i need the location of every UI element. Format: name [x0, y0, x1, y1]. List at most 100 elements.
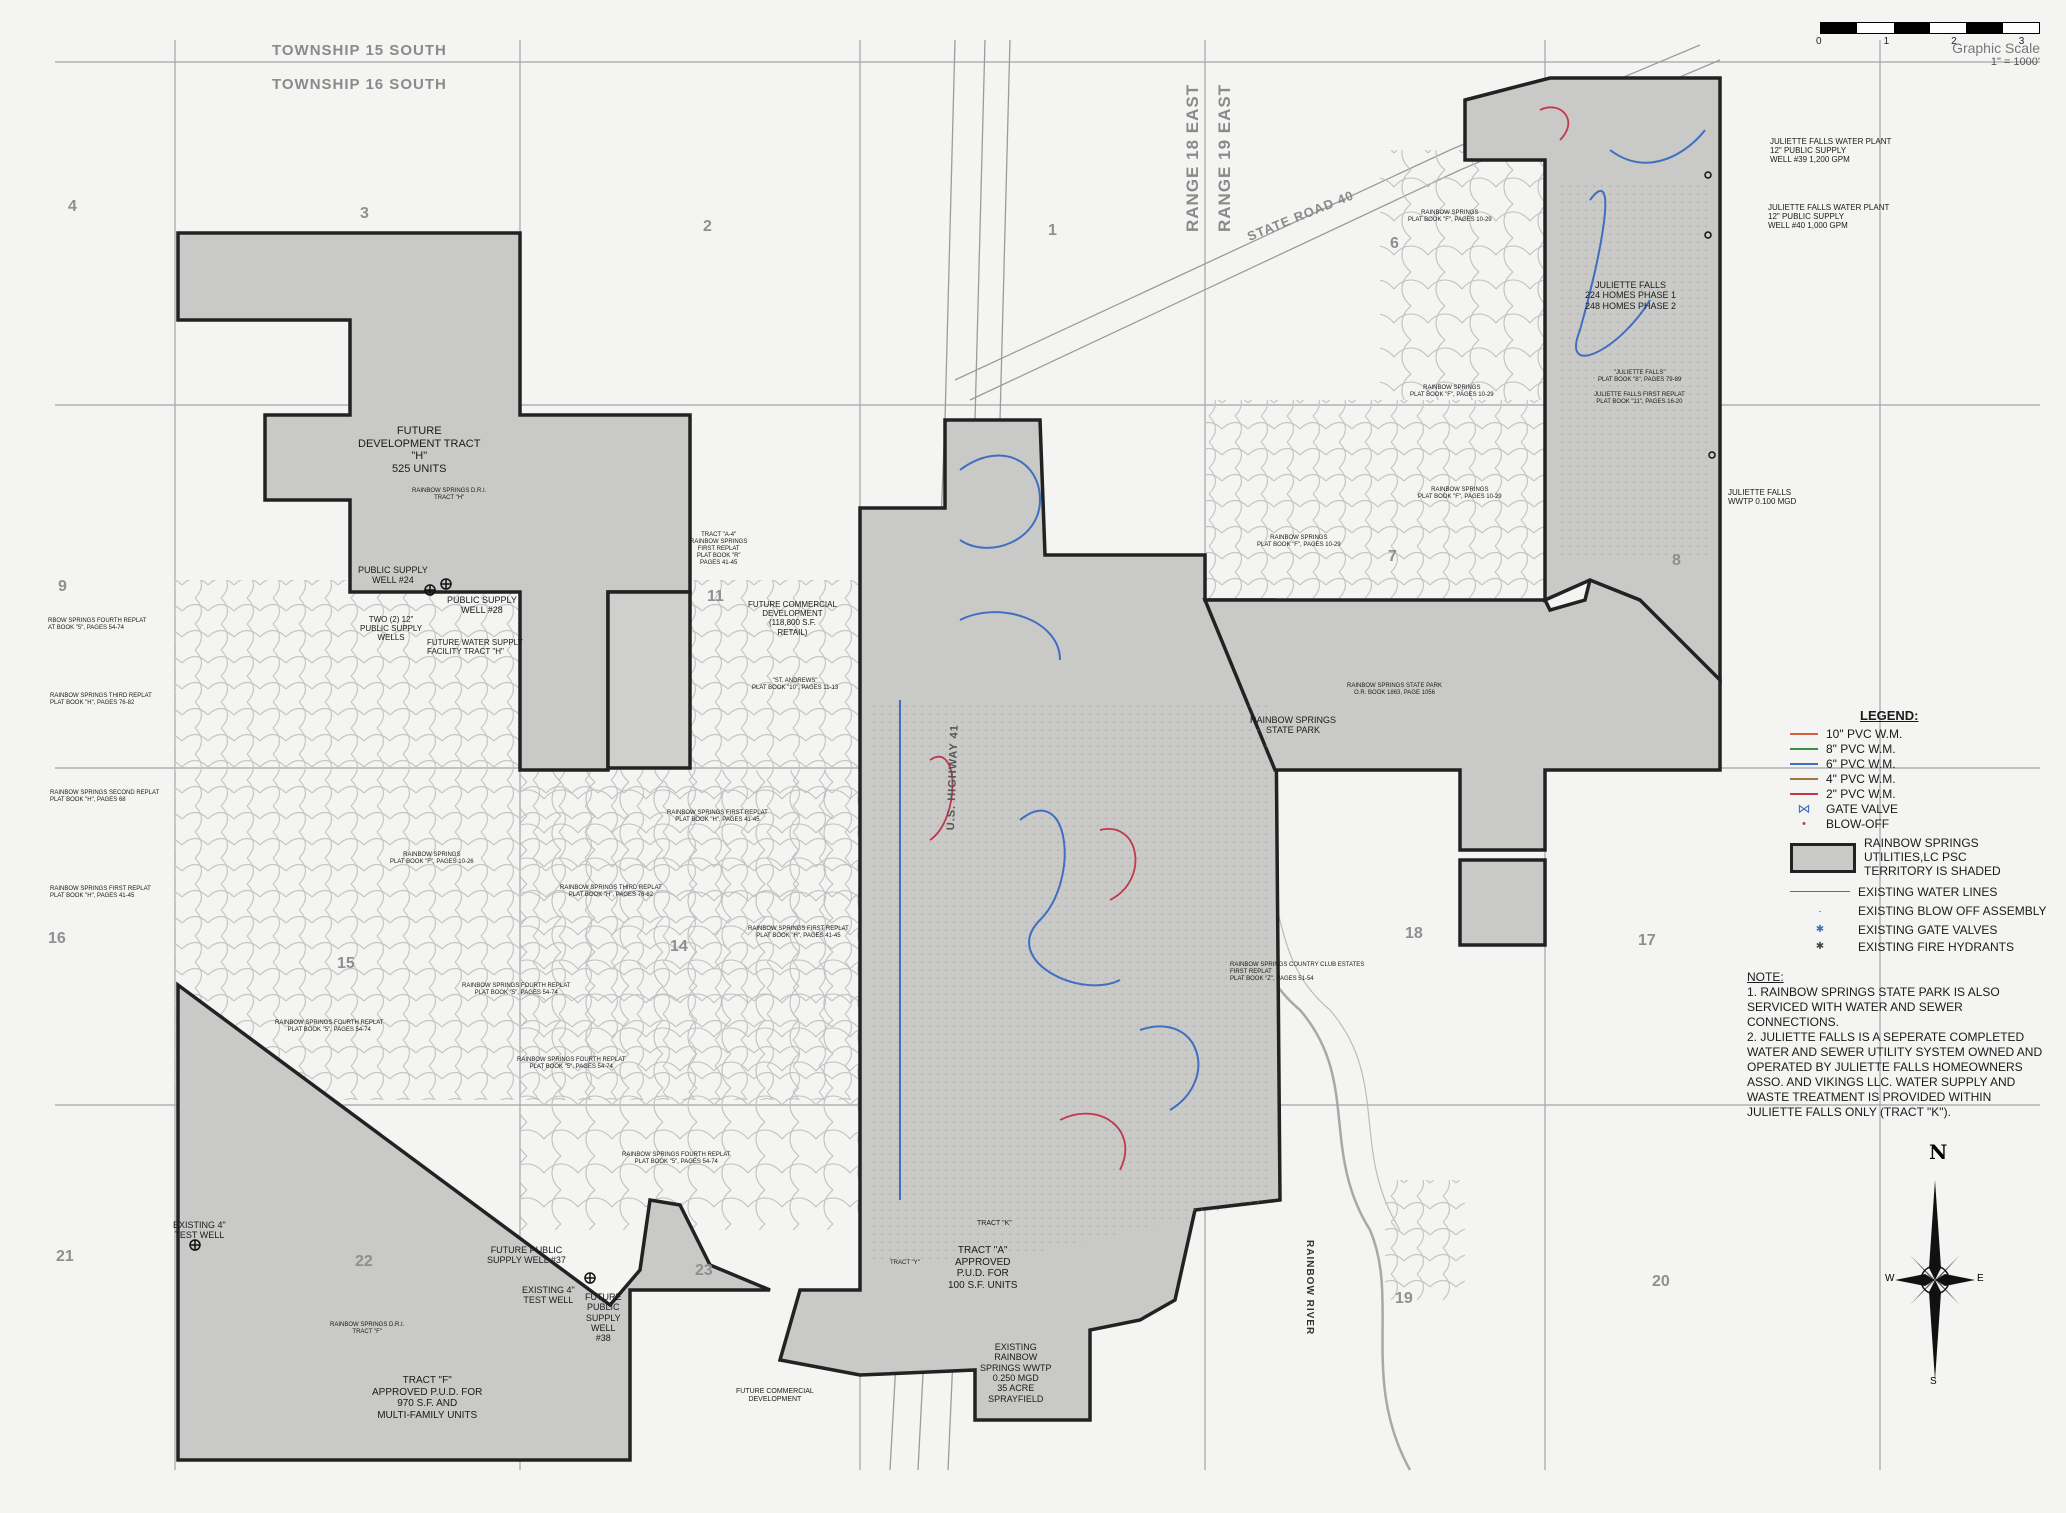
rs-fourth-replat-label: RAINBOW SPRINGS FOURTH REPLAT PLAT BOOK … — [462, 983, 571, 996]
water-facility-label: FUTURE WATER SUPPLY FACILITY TRACT "H" — [427, 638, 523, 657]
rs-first-replat-label: RAINBOW SPRINGS FIRST REPLAT PLAT BOOK "… — [50, 886, 151, 899]
legend-row-2in: 2" PVC W.M. — [1790, 786, 2060, 801]
section-number: 9 — [58, 578, 67, 595]
rs-plat-label: RAINBOW SPRINGS PLAT BOOK "F", PAGES 10-… — [1257, 535, 1341, 548]
gate-valve-icon: ⋈ — [1797, 800, 1811, 816]
section-number: 3 — [360, 205, 369, 222]
section-number: 16 — [48, 930, 66, 947]
well-symbols — [189, 171, 1716, 1284]
scale-tick: 3 — [2018, 36, 2025, 47]
legend-title: LEGEND: — [1860, 708, 1919, 723]
wwtp-label: EXISTING RAINBOW SPRINGS WWTP 0.250 MGD … — [980, 1342, 1052, 1404]
section-number: 18 — [1405, 925, 1423, 942]
legend-label: EXISTING BLOW OFF ASSEMBLY — [1858, 903, 2047, 918]
rs-fourth-replat-label: RAINBOW SPRINGS FOURTH REPLAT PLAT BOOK … — [622, 1152, 731, 1165]
rs-first-replat-label: RAINBOW SPRINGS FIRST REPLAT PLAT BOOK "… — [667, 810, 768, 823]
legend-swatch — [1790, 762, 1818, 765]
rs-third-replat-label: RAINBOW SPRINGS THIRD REPLAT PLAT BOOK "… — [560, 885, 662, 898]
scale-tick: 1 — [1883, 36, 1890, 47]
rs-third-replat-label: RAINBOW SPRINGS THIRD REPLAT PLAT BOOK "… — [50, 693, 152, 706]
section-number: 19 — [1395, 1290, 1413, 1307]
compass-w: W — [1885, 1273, 1895, 1284]
north-arrow: N S W E — [1885, 1140, 1985, 1390]
street-areas — [175, 150, 1545, 1300]
section-number: 17 — [1638, 932, 1656, 949]
township-16-label: TOWNSHIP 16 SOUTH — [272, 76, 447, 93]
juliette-plant-40-label: JULIETTE FALLS WATER PLANT 12" PUBLIC SU… — [1768, 203, 1890, 231]
note-line-1: 1. RAINBOW SPRINGS STATE PARK IS ALSO SE… — [1747, 985, 2000, 1029]
legend-label: EXISTING GATE VALVES — [1858, 922, 1998, 937]
section-number: 15 — [337, 955, 355, 972]
gate-valve-icon: ✱ — [1815, 924, 1825, 936]
legend-swatch — [1790, 747, 1818, 750]
future-commercial-2-label: FUTURE COMMERCIAL DEVELOPMENT — [736, 1388, 814, 1404]
note-block: NOTE: 1. RAINBOW SPRINGS STATE PARK IS A… — [1747, 970, 2047, 1120]
territory-swatch — [1790, 842, 1856, 873]
section-number: 21 — [56, 1248, 74, 1265]
note-title: NOTE: — [1747, 970, 1784, 984]
section-number: 23 — [695, 1262, 713, 1279]
blow-off-icon: · — [1818, 905, 1822, 916]
water-lines — [899, 129, 1706, 1200]
compass-rose-icon — [1895, 1180, 1975, 1380]
range-18-label: RANGE 18 EAST — [1183, 83, 1202, 232]
legend-label: BLOW-OFF — [1826, 816, 1890, 831]
blow-off-icon: • — [1802, 817, 1806, 830]
tract-h-label: FUTURE DEVELOPMENT TRACT "H" 525 UNITS — [358, 425, 481, 475]
graphic-scale: Graphic Scale 1" = 1000' — [1820, 22, 2040, 68]
section-number: 22 — [355, 1253, 373, 1270]
legend-row-existing-valves: ✱ EXISTING GATE VALVES — [1790, 922, 2060, 937]
legend-row-10in: 10" PVC W.M. — [1790, 726, 2060, 741]
legend-row-6in: 6" PVC W.M. — [1790, 756, 2060, 771]
tract-h-dri-label: RAINBOW SPRINGS D.R.I. TRACT "H" — [412, 488, 487, 501]
rs-fourth-replat-label: RAINBOW SPRINGS FOURTH REPLAT PLAT BOOK … — [275, 1020, 384, 1033]
tract-a4-label: TRACT "A-4" RAINBOW SPRINGS FIRST REPLAT… — [690, 532, 748, 566]
section-number: 6 — [1390, 235, 1399, 252]
section-number: 1 — [1048, 222, 1057, 239]
scale-tick: 0 — [1816, 36, 1822, 47]
country-club-label: RAINBOW SPRINGS COUNTRY CLUB ESTATES FIR… — [1230, 962, 1365, 982]
red-lines — [929, 106, 1570, 1171]
legend-swatch — [1790, 891, 1850, 893]
tract-k-label: TRACT "K" — [977, 1220, 1012, 1227]
future-commercial-label: FUTURE COMMERCIAL DEVELOPMENT (118,800 S… — [748, 600, 837, 637]
legend-swatch — [1790, 792, 1818, 795]
legend-row-4in: 4" PVC W.M. — [1790, 771, 2060, 786]
scale-tick: 2 — [1951, 36, 1957, 47]
juliette-plant-39-label: JULIETTE FALLS WATER PLANT 12" PUBLIC SU… — [1770, 137, 1892, 165]
well-38-label: FUTURE PUBLIC SUPPLY WELL #38 — [585, 1292, 622, 1344]
scale-title: Graphic Scale — [1952, 40, 2040, 56]
juliette-wwtp-label: JULIETTE FALLS WWTP 0.100 MGD — [1728, 488, 1797, 507]
st-andrews-label: "ST. ANDREWS" PLAT BOOK "10", PAGES 11-1… — [752, 678, 839, 691]
legend-swatch — [1790, 732, 1818, 735]
note-line-2: 2. JULIETTE FALLS IS A SEPERATE COMPLETE… — [1747, 1030, 2043, 1119]
legend-label: GATE VALVE — [1826, 801, 1899, 816]
rs-plat-label: RAINBOW SPRINGS PLAT BOOK "F", PAGES 10-… — [1408, 210, 1492, 223]
juliette-falls-plat-label: "JULIETTE FALLS" PLAT BOOK "8", PAGES 79… — [1598, 370, 1682, 383]
tract-y-label: TRACT "Y" — [890, 1260, 920, 1266]
section-number: 8 — [1672, 552, 1681, 569]
legend-label: 4" PVC W.M. — [1826, 771, 1896, 786]
rs-second-replat-label: RAINBOW SPRINGS SECOND REPLAT PLAT BOOK … — [50, 790, 160, 803]
range-19-label: RANGE 19 EAST — [1215, 83, 1234, 232]
section-number: 20 — [1652, 1273, 1670, 1290]
rs-plat-label: RAINBOW SPRINGS PLAT BOOK "F", PAGES 10-… — [1418, 487, 1502, 500]
rs-plat-label: RAINBOW SPRINGS PLAT BOOK "F", PAGES 10-… — [1410, 385, 1494, 398]
rainbow-river-label: RAINBOW RIVER — [1304, 1240, 1315, 1336]
juliette-falls-label: JULIETTE FALLS 224 HOMES PHASE 1 248 HOM… — [1585, 280, 1677, 311]
legend-label: EXISTING WATER LINES — [1858, 884, 1998, 899]
compass-e: E — [1977, 1273, 1984, 1284]
legend-row-existing-hydrants: ✱EXISTING FIRE HYDRANTS — [1790, 939, 2060, 954]
township-15-label: TOWNSHIP 15 SOUTH — [272, 42, 447, 59]
legend-label: EXISTING FIRE HYDRANTS — [1858, 939, 2015, 954]
legend-label: 6" PVC W.M. — [1826, 756, 1896, 771]
legend-row-blow-off: • BLOW-OFF — [1790, 816, 2060, 831]
scale-ticks: 0 1 2 3 — [1816, 36, 2024, 47]
section-number: 14 — [670, 938, 688, 955]
section-number: 2 — [703, 218, 712, 235]
existing-test-well-label: EXISTING 4" TEST WELL — [522, 1285, 575, 1306]
rs-fourth-replat-label: RAINBOW SPRINGS FOURTH REPLAT PLAT BOOK … — [517, 1057, 626, 1070]
section-number: 7 — [1388, 548, 1397, 565]
legend-row-8in: 8" PVC W.M. — [1790, 741, 2060, 756]
